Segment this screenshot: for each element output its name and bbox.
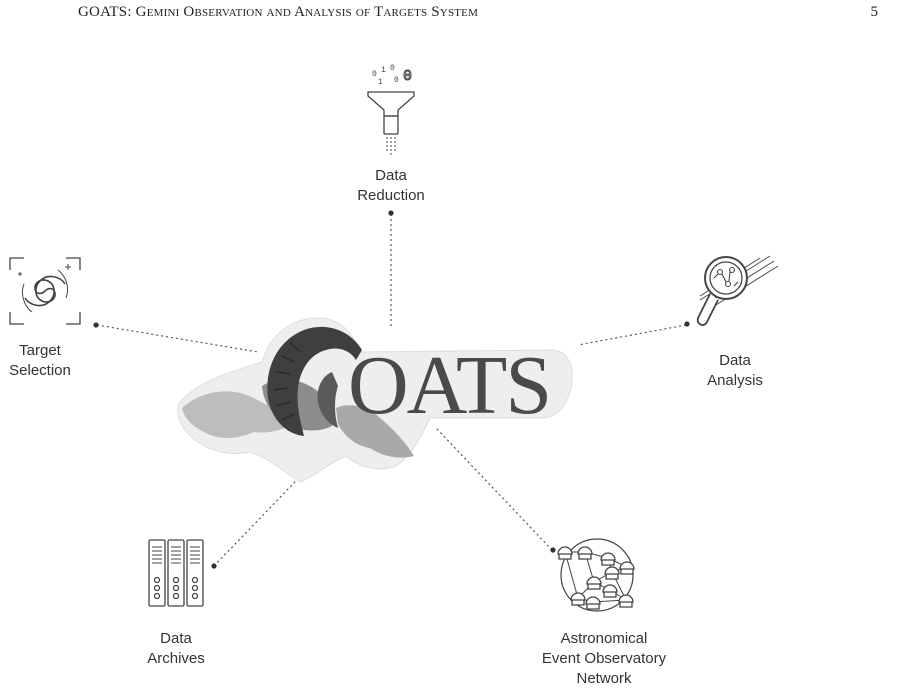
target-selection-label: Target Selection xyxy=(9,342,71,379)
running-title: GOATS: Gemini Observation and Analysis o… xyxy=(78,4,479,20)
observatory-dome xyxy=(618,594,634,608)
observatory-dome xyxy=(619,561,635,575)
data-archives-label-line-1: Data xyxy=(160,630,192,647)
data-reduction-label: Data Reduction xyxy=(357,167,425,204)
server-rack xyxy=(148,539,166,607)
data-archives-label: Data Archives xyxy=(147,630,205,667)
observatory-dome xyxy=(585,596,601,610)
binary-digit-large: 0 xyxy=(403,68,412,85)
aeon-icon xyxy=(557,538,635,612)
observatory-dome xyxy=(557,546,573,560)
aeon-label-line-3: Network xyxy=(576,670,632,687)
connectors xyxy=(96,214,687,567)
connector-aeon xyxy=(435,427,553,551)
endpoint-aeon xyxy=(550,547,556,553)
connector-target-selection xyxy=(96,324,259,353)
data-reduction-label-line-1: Data xyxy=(375,167,407,184)
star-sparkle xyxy=(65,264,71,270)
binary-digit: 1 xyxy=(381,66,386,75)
observatory-dome xyxy=(602,584,618,598)
binary-digit: 0 xyxy=(372,70,377,79)
goats-logo: OATS xyxy=(177,317,573,483)
magnifier-lens-inner xyxy=(709,261,743,295)
observatory-dome xyxy=(577,546,593,560)
endpoint-data-analysis xyxy=(684,321,690,327)
data-analysis-label: Data Analysis xyxy=(707,352,763,389)
ibex-horn-g xyxy=(267,326,362,436)
magnifier-lens xyxy=(704,256,748,300)
ibex-head-right xyxy=(336,405,414,458)
aeon-label-line-1: Astronomical xyxy=(561,630,648,647)
data-archives-icon xyxy=(148,539,204,607)
galaxy-spiral xyxy=(21,269,69,313)
ibex-horn-ridges xyxy=(273,341,301,421)
aeon-label: Astronomical Event Observatory Network xyxy=(542,630,667,687)
observatory-dome xyxy=(600,552,616,566)
ibex-head-left xyxy=(182,391,296,438)
server-rack xyxy=(186,539,204,607)
running-head: GOATS: Gemini Observation and Analysis o… xyxy=(0,4,906,28)
endpoint-data-archives xyxy=(211,563,217,569)
observatory-dome xyxy=(604,566,620,580)
target-selection-label-line-1: Target xyxy=(19,342,62,359)
network-ring xyxy=(560,538,634,612)
endpoint-data-reduction xyxy=(388,210,394,216)
circuit-nodes xyxy=(713,266,739,288)
target-selection-icon xyxy=(9,257,81,325)
star-sparkle xyxy=(18,272,22,276)
funnel-spout xyxy=(383,115,399,135)
funnel-output xyxy=(386,137,396,155)
data-reduction-icon: 0 1 0 1 0 0 xyxy=(367,64,415,155)
logo-text: OATS xyxy=(348,339,550,432)
funnel-body xyxy=(367,91,415,117)
magnifier-handle xyxy=(696,293,719,326)
observatory-dome xyxy=(586,576,602,590)
observatory-domes xyxy=(557,546,635,610)
binary-digits: 0 1 0 1 0 xyxy=(372,64,399,87)
data-analysis-label-line-1: Data xyxy=(719,352,751,369)
observatory-dome xyxy=(570,592,586,606)
ibex-horn-inner xyxy=(317,372,338,428)
data-analysis-icon xyxy=(696,255,779,326)
data-reduction-label-line-2: Reduction xyxy=(357,187,425,204)
target-selection-label-line-2: Selection xyxy=(9,362,71,379)
connector-data-analysis xyxy=(577,324,687,346)
binary-digit: 1 xyxy=(378,78,383,87)
viewfinder-corners xyxy=(9,257,81,325)
binary-digit: 0 xyxy=(394,76,399,85)
aeon-label-line-2: Event Observatory xyxy=(542,650,667,667)
page-number: 5 xyxy=(870,4,879,20)
data-archives-label-line-2: Archives xyxy=(147,650,205,667)
endpoint-target-selection xyxy=(93,322,99,328)
connector-endpoints xyxy=(93,210,690,569)
binary-digit: 0 xyxy=(390,64,395,73)
data-analysis-label-line-2: Analysis xyxy=(707,372,763,389)
server-rack xyxy=(167,539,185,607)
